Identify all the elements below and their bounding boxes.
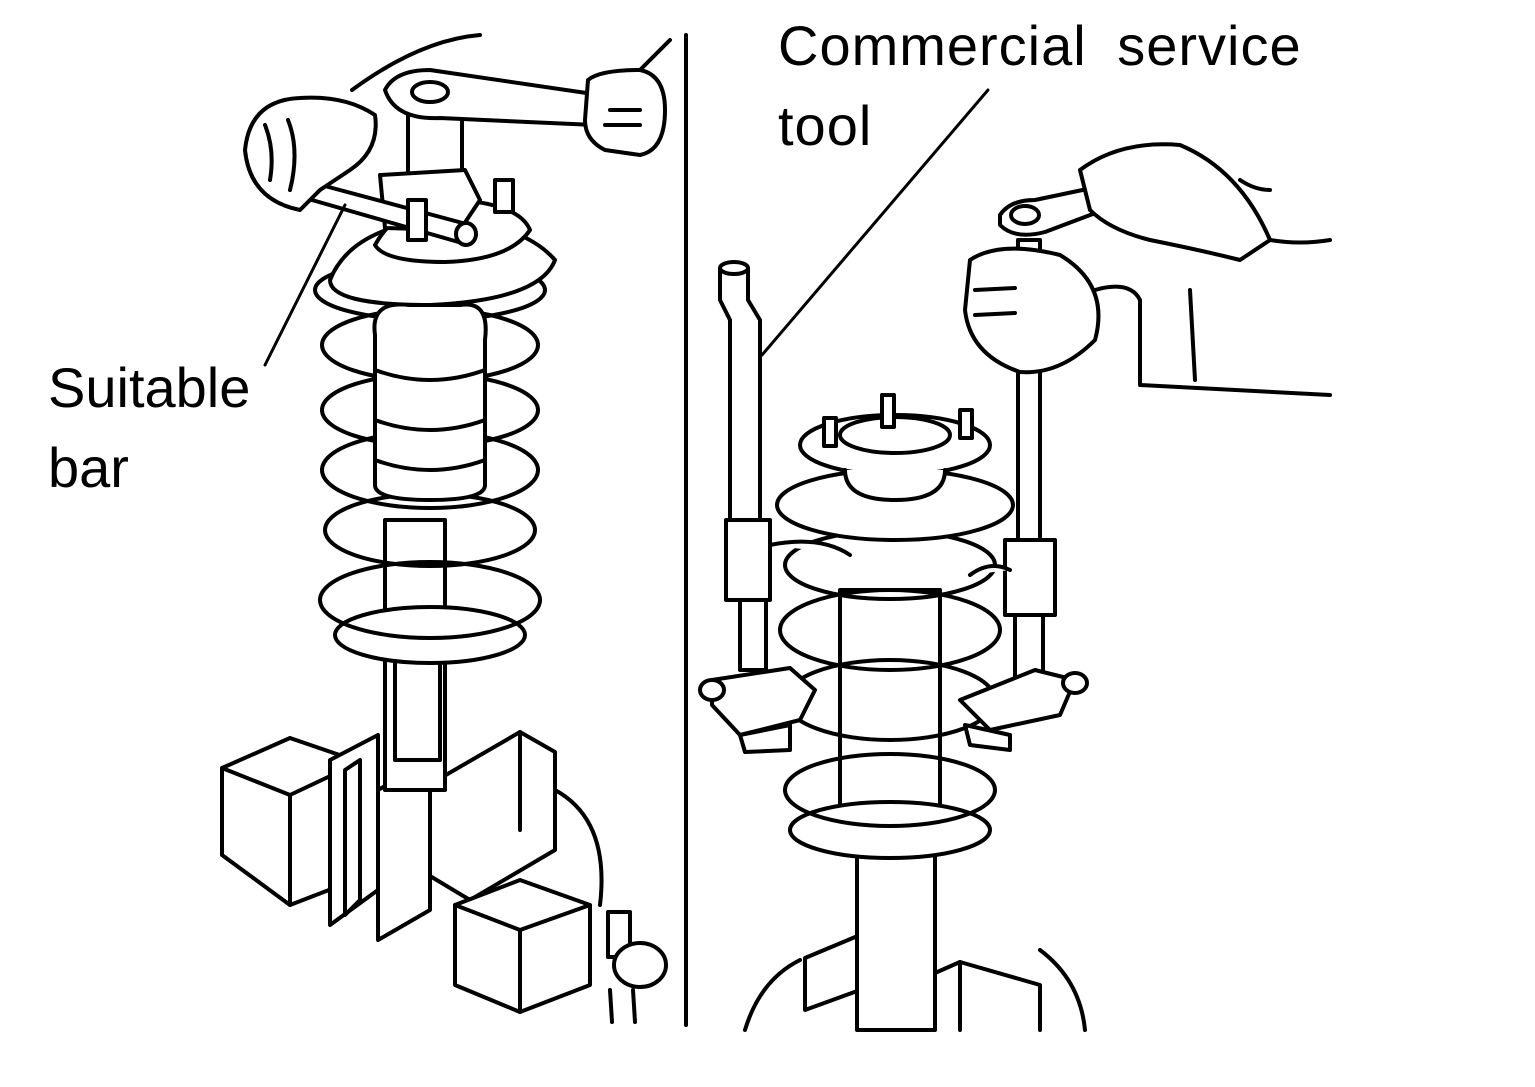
suitable-bar-label: Suitable bar bbox=[48, 348, 250, 508]
spring-compressor-right-rod bbox=[958, 238, 1089, 752]
right-lower-spring-seat bbox=[788, 800, 992, 860]
suitable-bar-leader-line bbox=[263, 203, 347, 367]
commercial-service-tool-label: Commercial service tool bbox=[778, 6, 1302, 166]
commercial-service-tool-label-line2: tool bbox=[778, 94, 873, 157]
commercial-service-tool-leader-line bbox=[760, 88, 990, 357]
suitable-bar-label-line2: bar bbox=[48, 436, 129, 499]
left-hand-on-wrench bbox=[583, 38, 672, 157]
right-panel-spring-compressor bbox=[698, 88, 1332, 1032]
suitable-bar-label-line1: Suitable bbox=[48, 356, 251, 419]
left-hand-holding-bar bbox=[243, 33, 482, 212]
left-panel-strut-in-vise bbox=[220, 33, 672, 1024]
bench-vise bbox=[220, 730, 668, 1024]
left-coil-spring bbox=[313, 258, 547, 665]
right-upper-mount bbox=[775, 393, 1015, 542]
right-hand-on-rod bbox=[963, 246, 1332, 397]
commercial-service-tool-label-line1: Commercial service bbox=[778, 14, 1302, 77]
spring-compressor-left-rod bbox=[698, 260, 852, 754]
right-hand-on-wrench bbox=[1078, 142, 1332, 262]
